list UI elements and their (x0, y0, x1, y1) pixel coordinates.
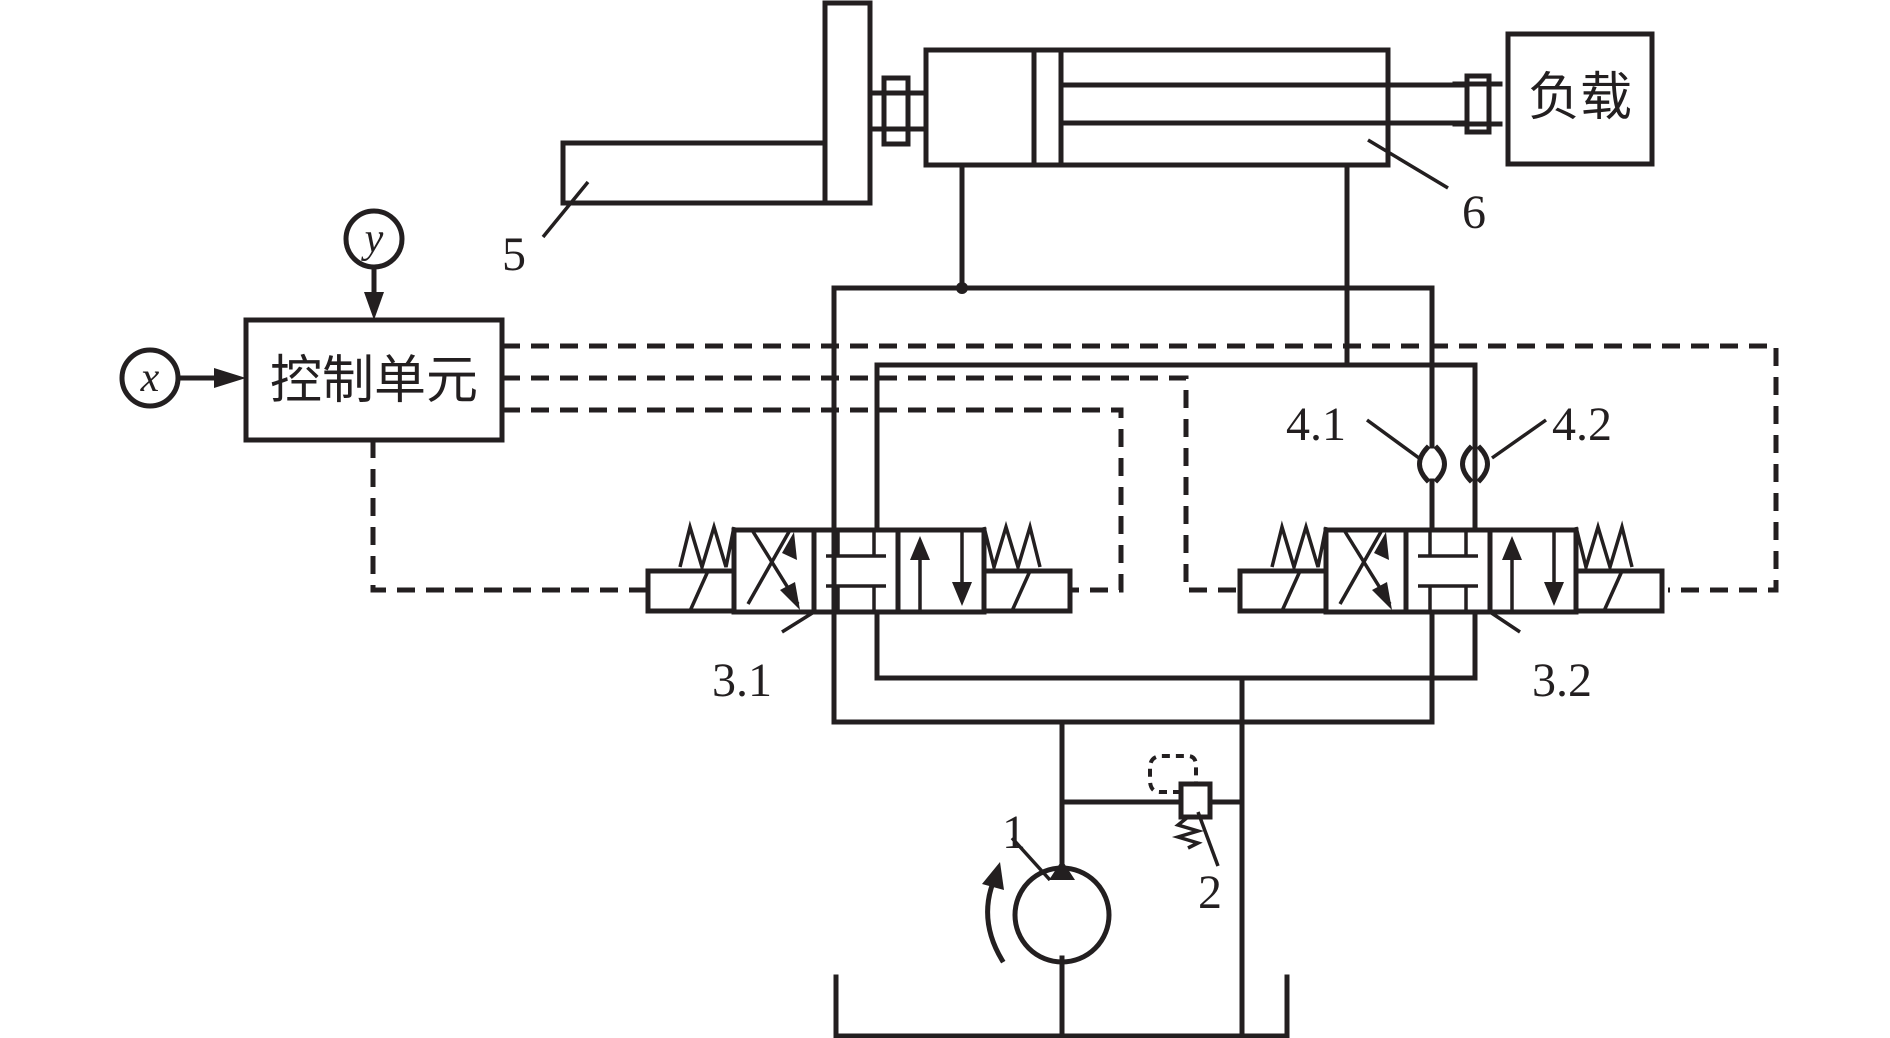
arrow-icon (780, 582, 800, 610)
part-labels: 1 2 3.1 3.2 4.1 4.2 5 6 (502, 186, 1612, 919)
label-lever: 5 (502, 228, 526, 281)
label-cylinder: 6 (1462, 186, 1486, 239)
arrow-icon (1502, 536, 1522, 560)
directional-valve-3-2 (1237, 520, 1665, 634)
arrow-icon (782, 532, 797, 560)
arrow-icon (1544, 582, 1564, 606)
control-unit: 控制单元 (243, 317, 505, 443)
rod-coupling (1452, 73, 1503, 135)
input-y: y (343, 208, 405, 320)
label-valve-3-1: 3.1 (712, 654, 772, 707)
label-pump: 1 (1002, 806, 1026, 859)
load-label: 负载 (1528, 68, 1632, 128)
input-x-label: x (140, 355, 160, 401)
relief-valve (1148, 754, 1220, 867)
arrow-icon (952, 582, 972, 606)
orifice-4-2 (1460, 418, 1548, 484)
label-relief-valve: 2 (1198, 866, 1222, 919)
arrow-icon (910, 536, 930, 560)
directional-valve-3-1 (645, 520, 1073, 634)
arrow-icon (214, 368, 246, 388)
arrow-icon (982, 862, 1004, 890)
signal-lines (370, 343, 1779, 593)
arrow-icon (1049, 860, 1075, 880)
reservoir-tank (833, 974, 1290, 1038)
arrow-icon (364, 292, 384, 320)
hydraulic-pump (982, 836, 1112, 965)
load-block: 负载 (1505, 31, 1655, 167)
lever-arm (541, 0, 873, 239)
input-x: x (119, 347, 246, 409)
label-orifice-4-1: 4.1 (1286, 398, 1346, 451)
arrow-icon (1372, 582, 1392, 610)
label-valve-3-2: 3.2 (1532, 654, 1592, 707)
input-y-label: y (361, 216, 384, 262)
orifice-4-1 (1365, 418, 1447, 484)
arrow-icon (1374, 532, 1389, 560)
label-orifice-4-2: 4.2 (1552, 398, 1612, 451)
hydraulic-lines (831, 162, 1478, 1038)
control-unit-label: 控制单元 (270, 351, 478, 411)
hydraulic-cylinder (923, 47, 1465, 190)
lever-coupling (867, 75, 929, 147)
